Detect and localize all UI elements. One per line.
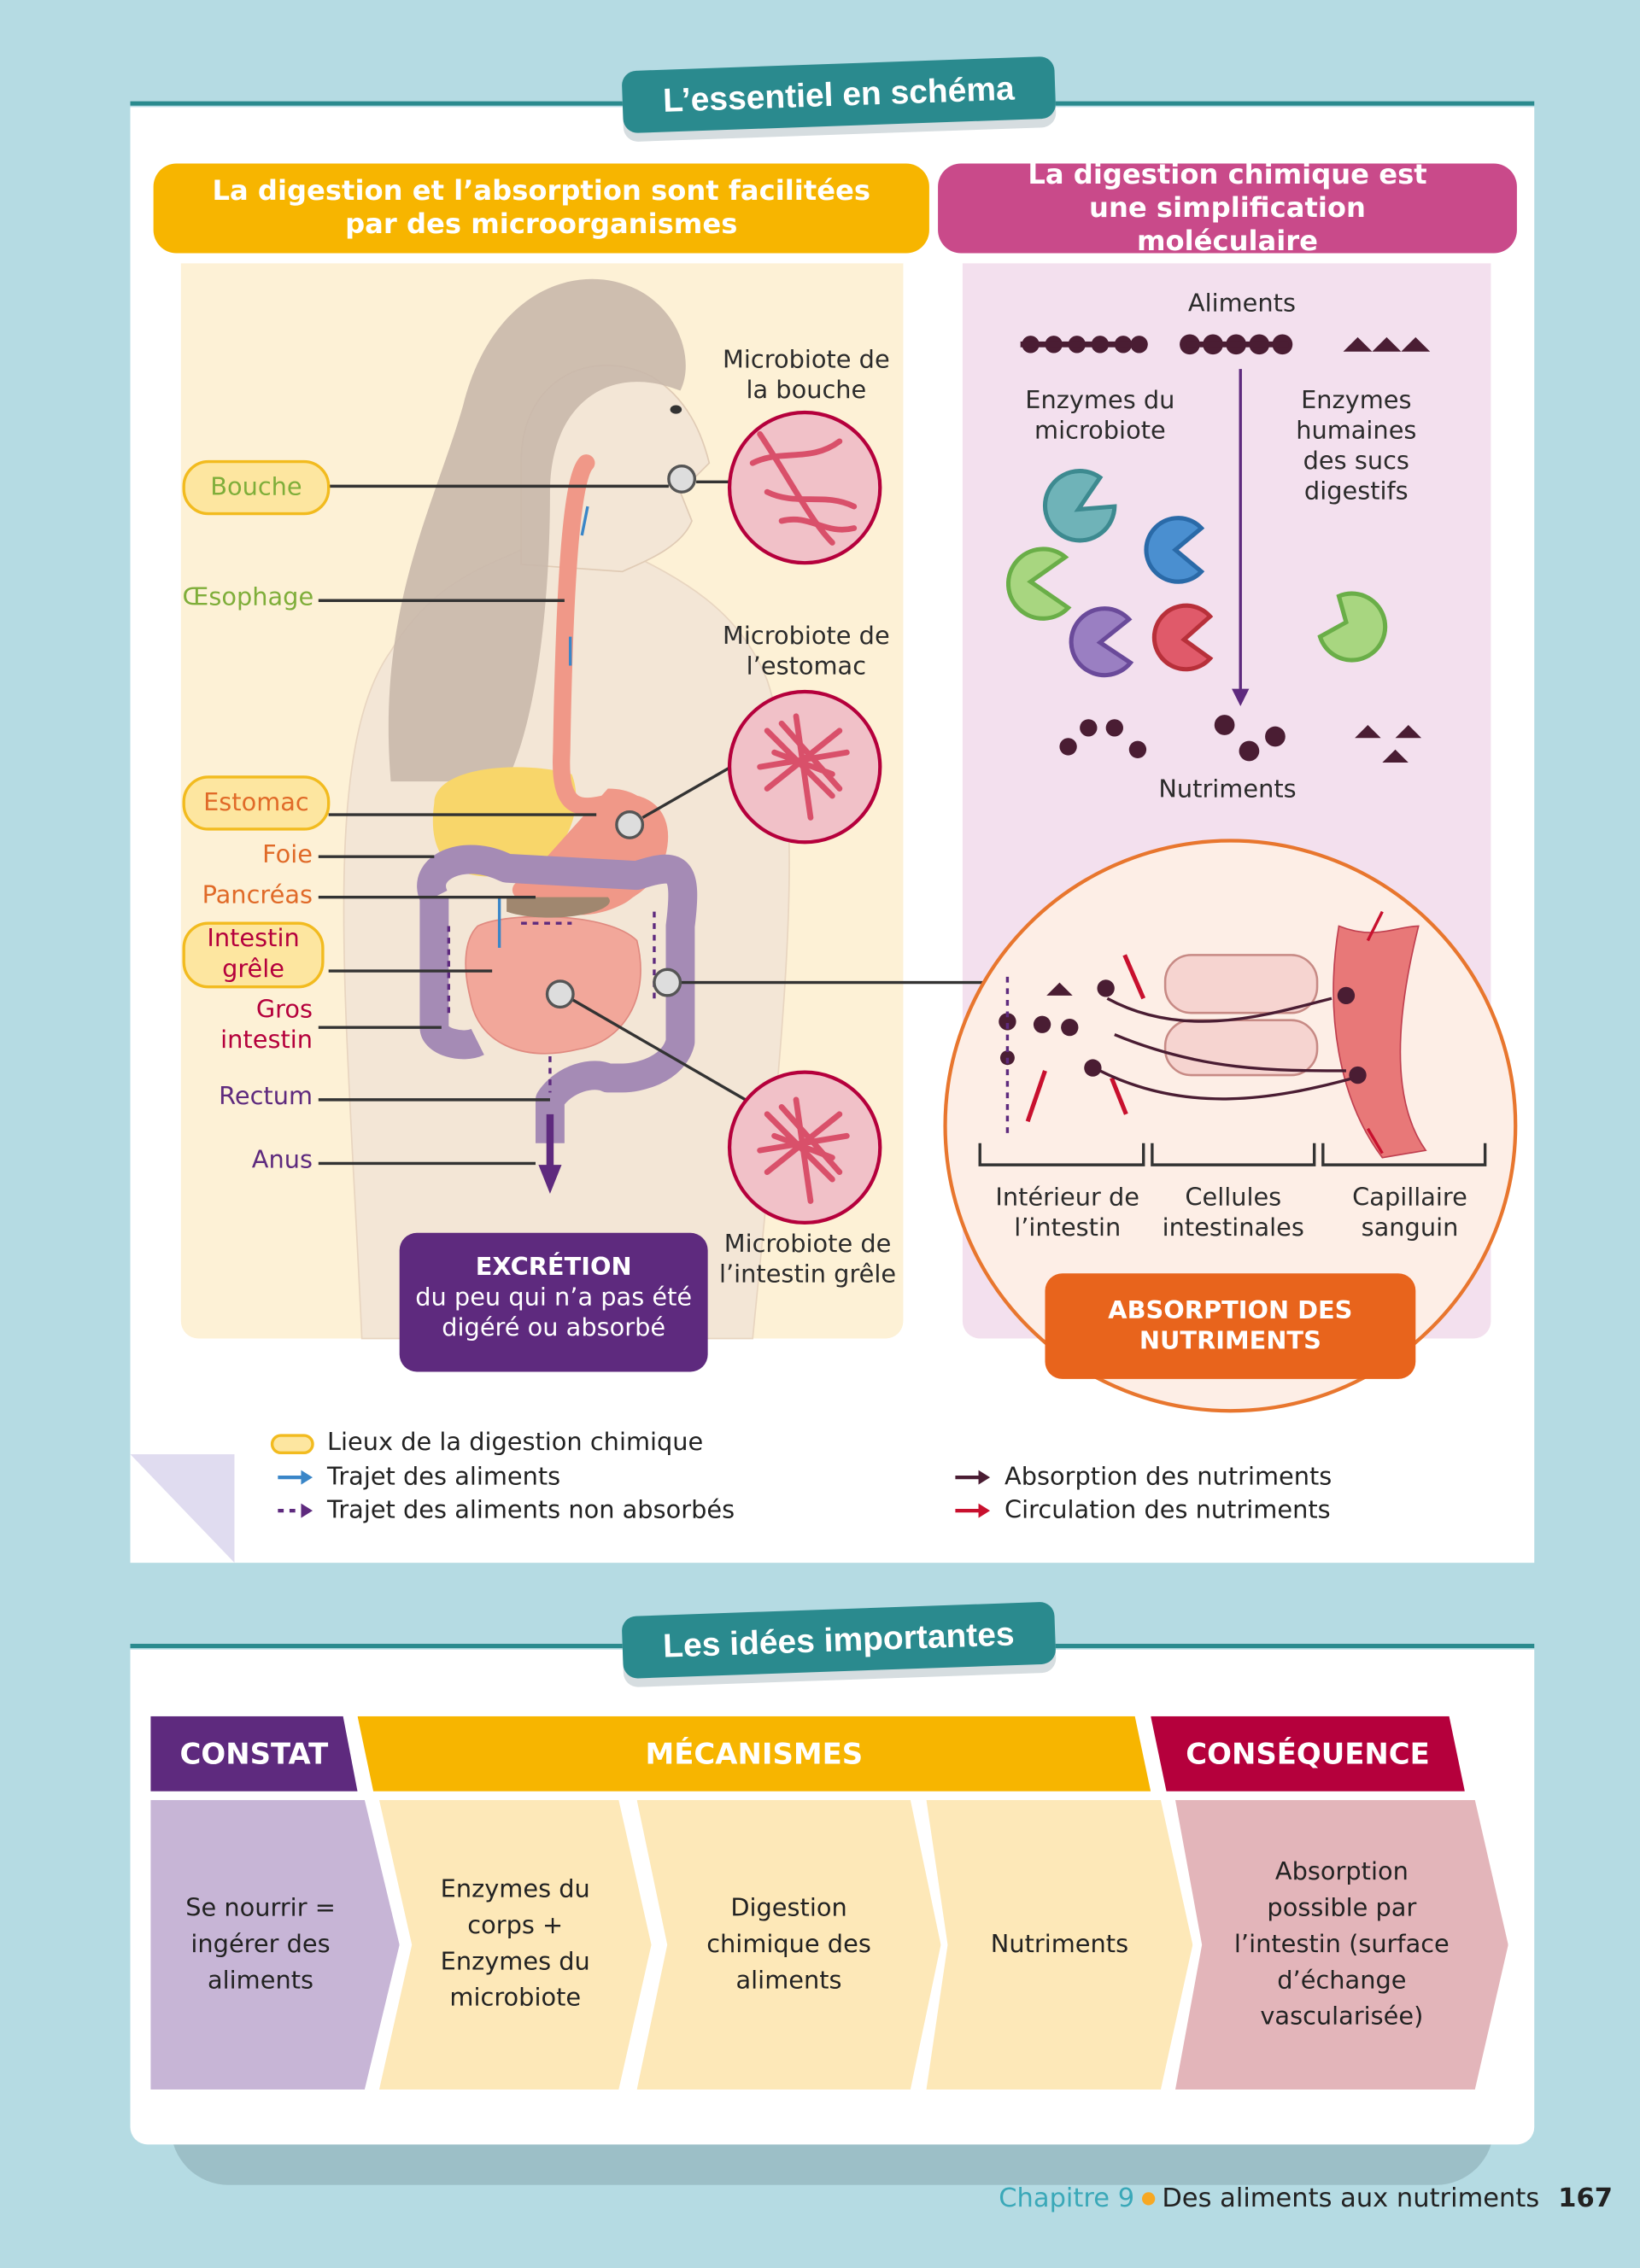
label-gros-intestin: Gros intestin: [220, 995, 313, 1055]
step-nutriments: Nutriments: [926, 1800, 1193, 2090]
label-foie: Foie: [262, 840, 313, 870]
digestive-system-illustration: [270, 278, 1518, 1518]
bullet-icon: [1141, 2192, 1155, 2206]
label-oesophage: Œsophage: [182, 582, 314, 612]
footer-chapter: Chapitre 9: [999, 2183, 1135, 2214]
label-cellules-intestinales: Cellules intestinales: [1162, 1184, 1304, 1243]
legend-unabsorbed-path: Trajet des aliments non absorbés: [326, 1496, 735, 1526]
header-constat: CONSTAT: [150, 1716, 358, 1792]
left-header: La digestion et l’absorption sont facili…: [153, 163, 929, 254]
label-bouche: Bouche: [182, 459, 331, 516]
header-consequence: CONSÉQUENCE: [1151, 1716, 1465, 1792]
label-microbiote-bouche: Microbiote de la bouche: [723, 346, 890, 406]
label-enzymes-microbiote: Enzymes du microbiote: [1025, 386, 1175, 446]
label-enzymes-humaines: Enzymes humaines des sucs digestifs: [1296, 386, 1417, 507]
legend-absorption: Absorption des nutriments: [1004, 1463, 1332, 1493]
page-number: 167: [1558, 2183, 1613, 2214]
mouth-microbiota-circle: [727, 410, 882, 565]
label-estomac: Estomac: [182, 775, 331, 831]
right-header: La digestion chimique est une simplifica…: [938, 159, 1517, 257]
excretion-box: EXCRÉTION du peu qui n’a pas été digéré …: [399, 1232, 708, 1372]
label-nutriments: Nutriments: [1158, 775, 1297, 805]
header-mecanismes: MÉCANISMES: [357, 1716, 1151, 1792]
absorption-badge: ABSORPTION DES NUTRIMENTS: [1045, 1273, 1416, 1379]
legend-circulation: Circulation des nutriments: [1004, 1496, 1331, 1526]
legend-digestion-sites: Lieux de la digestion chimique: [326, 1428, 704, 1458]
label-rectum: Rectum: [219, 1082, 313, 1112]
label-intestin-grele: Intestin grêle: [182, 921, 325, 989]
step-enzymes: Enzymes du corps + Enzymes du microbiote: [378, 1800, 652, 2090]
legend-food-path: Trajet des aliments: [326, 1463, 561, 1493]
excretion-title: EXCRÉTION: [475, 1253, 632, 1283]
label-anus: Anus: [251, 1146, 313, 1175]
label-pancreas: Pancréas: [202, 880, 313, 910]
step-constat: Se nourrir = ingérer des aliments: [150, 1800, 400, 2090]
step-absorption: Absorption possible par l’intestin (surf…: [1174, 1800, 1508, 2090]
excretion-text: du peu qui n’a pas été digéré ou absorbé: [415, 1283, 693, 1343]
label-microbiote-estomac: Microbiote de l’estomac: [723, 622, 890, 682]
label-aliments: Aliments: [1187, 289, 1296, 319]
footer-title: Des aliments aux nutriments: [1162, 2183, 1540, 2214]
label-capillaire-sanguin: Capillaire sanguin: [1352, 1184, 1467, 1243]
step-digestion: Digestion chimique des aliments: [636, 1800, 941, 2090]
footer: Chapitre 9 Des aliments aux nutriments 1…: [999, 2183, 1613, 2214]
label-microbiote-intestin: Microbiote de l’intestin grêle: [718, 1230, 897, 1289]
label-interieur-intestin: Intérieur de l’intestin: [995, 1184, 1140, 1243]
